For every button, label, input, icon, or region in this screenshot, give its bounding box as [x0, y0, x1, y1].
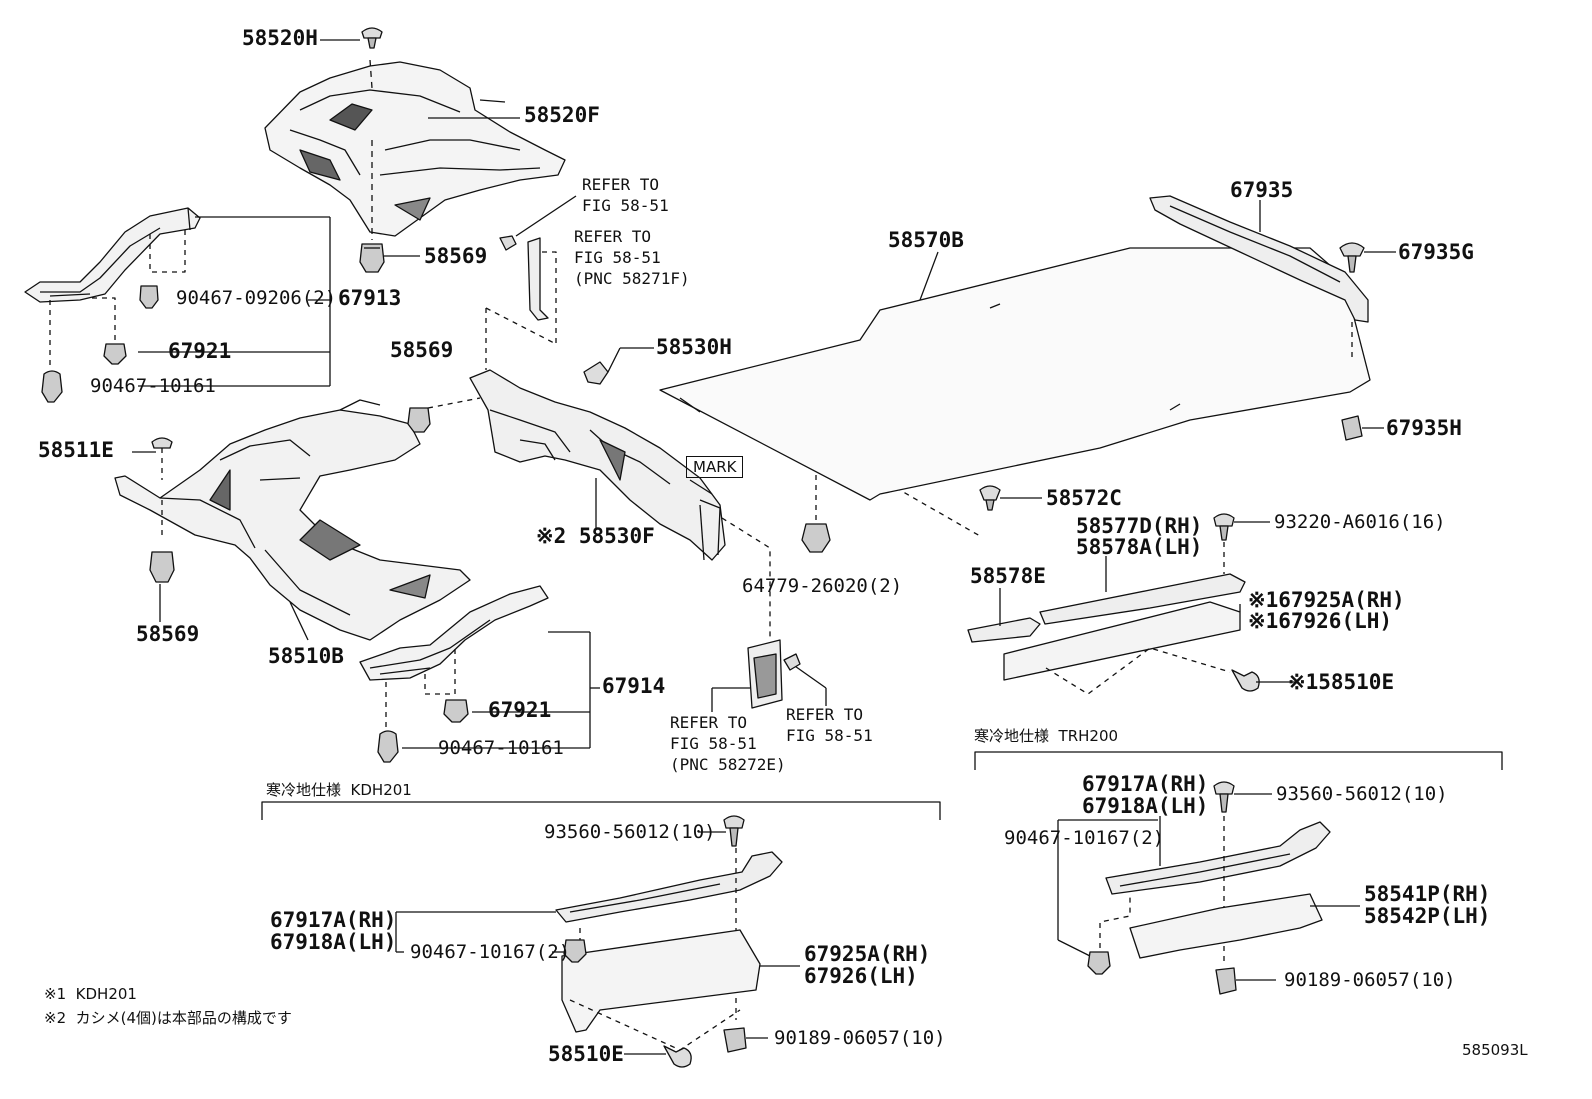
label-58577D: 58577D(RH) [1076, 514, 1203, 538]
label-67925A-b: 67925A(RH) [804, 942, 931, 966]
label-90467-09206: 90467-09206(2) [176, 287, 337, 309]
label-58511E: 58511E [38, 438, 114, 462]
label-64779: 64779-26020(2) [742, 575, 903, 597]
clip-67921-top-icon [103, 343, 127, 365]
label-90189-a: 90189-06057(10) [774, 1027, 946, 1049]
label-67925A-a: ※167925A(RH) [1248, 588, 1405, 612]
clip-64779-icon [801, 523, 831, 553]
label-58569-c: 58569 [136, 622, 200, 646]
label-67926-a: ※167926(LH) [1248, 609, 1393, 633]
clip-90467-10161-bottom-icon [377, 730, 399, 763]
clip-58510E-right-icon [1231, 669, 1260, 692]
part-67925A-kdh-shape [561, 929, 761, 1033]
clip-58572C-icon [979, 485, 1001, 511]
label-58530F: ※2 58530F [536, 524, 655, 548]
part-58530F-shape [469, 369, 726, 561]
label-67935: 67935 [1230, 178, 1294, 202]
label-90467-10167-a: 90467-10167(2) [410, 941, 571, 963]
label-67935H: 67935H [1386, 416, 1462, 440]
grommet-icon [499, 235, 517, 251]
part-67913-shape [24, 207, 201, 303]
section-label-trh200: 寒冷地仕様 TRH200 [974, 727, 1119, 745]
part-67914-shape [359, 585, 549, 681]
clip-refer-icon [783, 653, 801, 671]
label-58510E-a: ※158510E [1288, 670, 1395, 694]
label-58569-a: 58569 [424, 244, 488, 268]
bracket-58272E-shape [747, 639, 783, 709]
refer-to-fig-58-51-a: REFER TO FIG 58-51 [582, 175, 669, 215]
clip-90467-10161-top-icon [41, 370, 63, 403]
clip-58510E-bottom-icon [663, 1045, 692, 1068]
clip-67935G-icon [1339, 242, 1365, 273]
clip-58530H-icon [583, 361, 609, 385]
label-58578E: 58578E [970, 564, 1046, 588]
refer-to-pnc-58272E: REFER TO FIG 58-51 (PNC 58272E) [670, 713, 786, 774]
part-58578E-shape [967, 617, 1041, 643]
part-58520F-shape [264, 59, 566, 240]
label-67913: 67913 [338, 286, 402, 310]
label-58572C: 58572C [1046, 486, 1122, 510]
refer-to-fig-58-51-b: REFER TO FIG 58-51 [786, 705, 873, 745]
clip-58569-left-icon [149, 551, 175, 583]
label-67917A-a: 67917A(RH) [270, 908, 397, 932]
clip-58520H-icon [361, 27, 383, 49]
part-58541P-shape [1129, 893, 1323, 959]
label-93220: 93220-A6016(16) [1274, 511, 1446, 533]
label-90467-10161-b: 90467-10161 [438, 737, 564, 759]
part-67917A-kdh-shape [555, 851, 783, 923]
label-67935G: 67935G [1398, 240, 1474, 264]
clip-58569-top-icon [359, 243, 385, 273]
section-label-kdh201: 寒冷地仕様 KDH201 [266, 781, 412, 799]
label-58541P: 58541P(RH) [1364, 882, 1491, 906]
clip-90467-10167-kdh-icon [563, 939, 587, 963]
label-67918A-b: 67918A(LH) [1082, 794, 1209, 818]
label-58520H: 58520H [242, 26, 318, 50]
note-1: ※1 KDH201 [44, 985, 137, 1003]
bracket-58271F-shape [527, 237, 549, 321]
label-67914: 67914 [602, 674, 666, 698]
label-58569-b: 58569 [390, 338, 454, 362]
label-58530H: 58530H [656, 335, 732, 359]
clip-90467-09206-icon [139, 285, 159, 309]
clip-90189-trh-icon [1215, 967, 1237, 995]
label-58510E-b: 58510E [548, 1042, 624, 1066]
clip-93560-kdh-icon [723, 815, 745, 847]
part-67935-shape [1149, 195, 1369, 323]
label-67921-a: 67921 [168, 339, 232, 363]
label-90189-b: 90189-06057(10) [1284, 969, 1456, 991]
refer-to-pnc-58271F: REFER TO FIG 58-51 (PNC 58271F) [574, 227, 690, 288]
label-90467-10167-b: 90467-10167(2) [1004, 827, 1165, 849]
note-2: ※2 カシメ(4個)は本部品の構成です [44, 1009, 292, 1027]
label-90467-10161-a: 90467-10161 [90, 375, 216, 397]
label-58570B: 58570B [888, 228, 964, 252]
label-67918A-a: 67918A(LH) [270, 930, 397, 954]
clip-93560-trh-icon [1213, 781, 1235, 813]
clip-93220-icon [1213, 513, 1235, 541]
drawing-number: 585093L [1462, 1041, 1528, 1059]
clip-90467-10167-trh-icon [1087, 951, 1111, 975]
part-58570B-shape [659, 247, 1371, 501]
part-58510B-shape [114, 399, 471, 641]
label-58510B: 58510B [268, 644, 344, 668]
label-93560-b: 93560-56012(10) [1276, 783, 1448, 805]
clip-90189-kdh-icon [723, 1027, 747, 1053]
clip-67935H-icon [1341, 415, 1363, 441]
label-93560-a: 93560-56012(10) [544, 821, 716, 843]
label-58542P: 58542P(LH) [1364, 904, 1491, 928]
part-67925A-shape [1003, 601, 1241, 681]
label-58520F: 58520F [524, 103, 600, 127]
part-58577D-shape [1039, 573, 1246, 625]
label-67917A-b: 67917A(RH) [1082, 772, 1209, 796]
label-67926-b: 67926(LH) [804, 964, 918, 988]
part-67917A-trh-shape [1105, 821, 1331, 895]
clip-67921-bottom-icon [443, 699, 469, 723]
clip-58569-mid-icon [407, 407, 431, 433]
label-67921-b: 67921 [488, 698, 552, 722]
mark-label: MARK [686, 456, 744, 478]
label-58578A: 58578A(LH) [1076, 535, 1203, 559]
clip-58511E-icon [151, 437, 173, 449]
